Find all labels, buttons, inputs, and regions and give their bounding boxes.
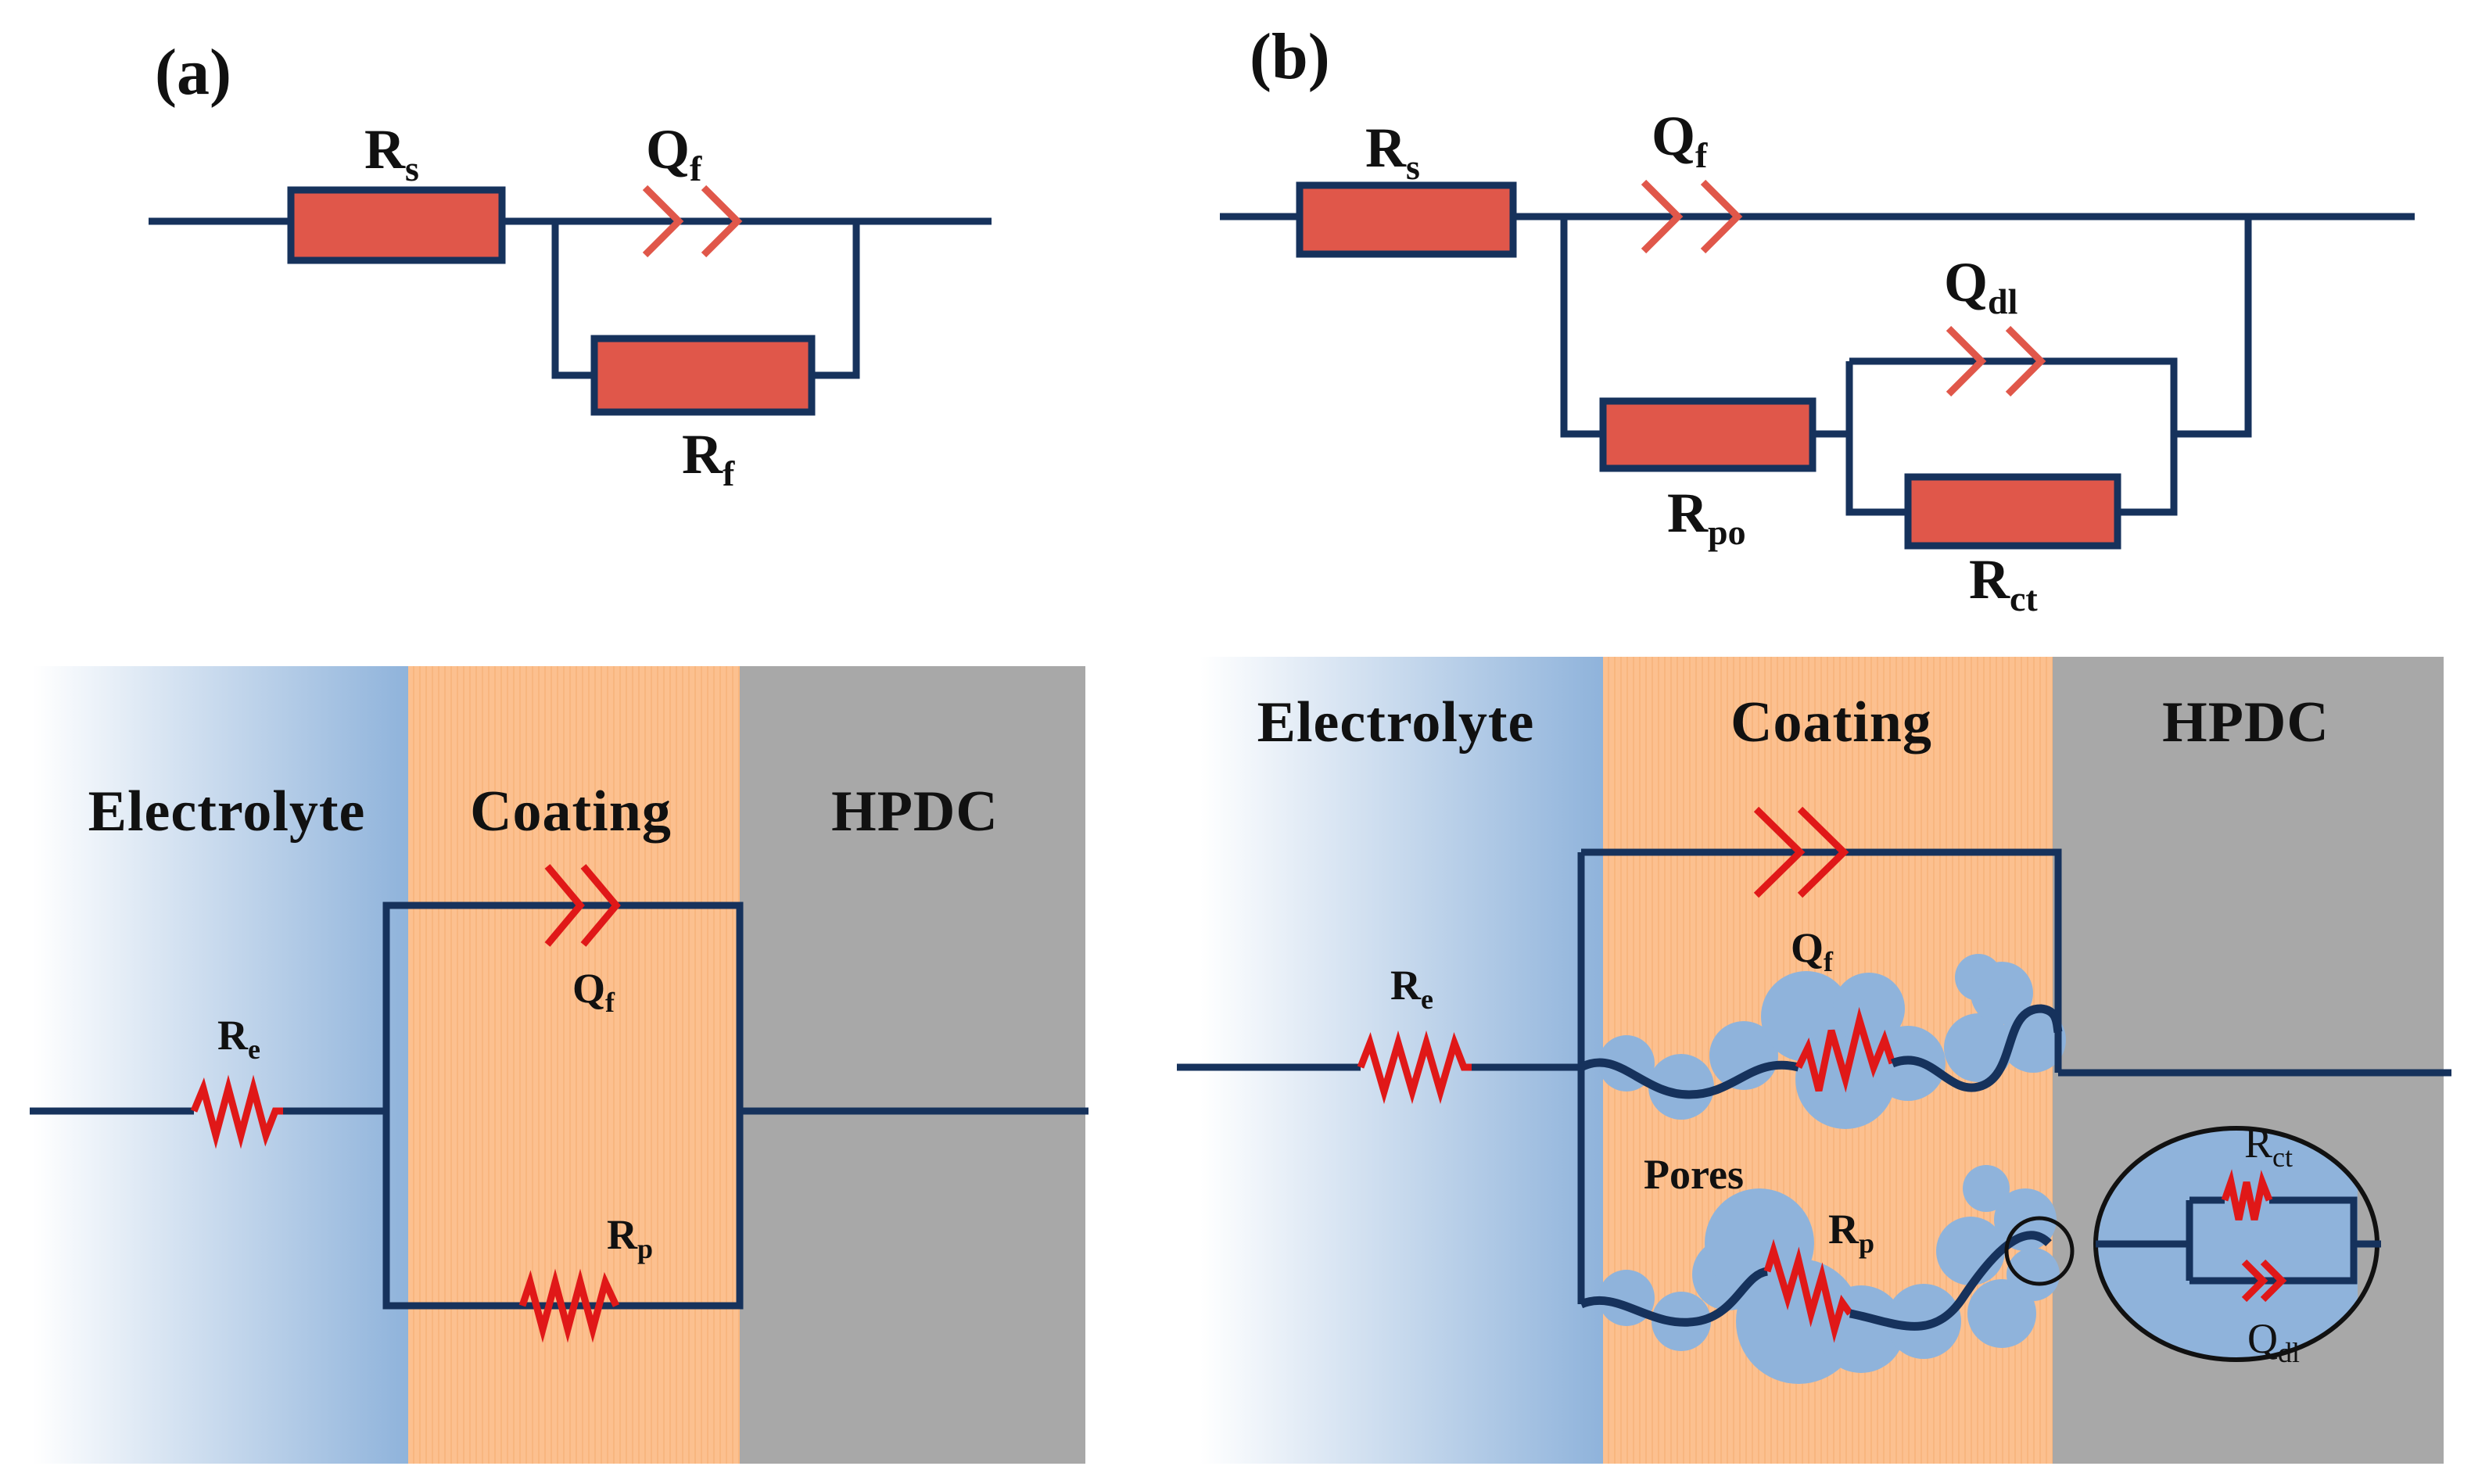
substrate-region [740,666,1085,1464]
wire [149,217,992,379]
label-qf: Qf [572,965,615,1018]
interface-zoom [2093,1126,2381,1362]
panel-a-schematic: Electrolyte Coating HPDC Re Qf Rp [30,666,1088,1464]
pore-path-lower [1849,1231,2052,1331]
spring-rct [2221,1169,2273,1221]
spring-rf [1795,1006,1896,1093]
label-re: Re [217,1012,260,1065]
spring-re [1357,1030,1472,1105]
capacitor-qdl [2241,1259,2287,1303]
panel-a-label: (a) [155,36,231,109]
resistor-rpo [1599,397,1816,472]
capacitor-qf [642,185,743,258]
label-rs: Rs [364,118,419,188]
substrate-label: HPDC [2162,690,2329,755]
label-qdl: Qdl [2247,1315,2300,1368]
resistor-rs [1296,181,1517,258]
label-rp: Rp [607,1211,653,1264]
label-rp: Rp [1828,1206,1874,1259]
panel-b-circuit: (b) Rs Qf Qdl Rpo Rct [1220,20,2415,618]
electrolyte-label: Electrolyte [1257,690,1535,755]
label-rpo: Rpo [1667,482,1746,552]
spring-rp [518,1268,620,1343]
capacitor-qf [1641,179,1743,254]
resistor-rs [287,186,506,264]
label-qf: Qf [1652,105,1708,175]
label-re: Re [1390,962,1433,1015]
label-pores: Pores [1644,1151,1744,1198]
wire [30,902,1088,1310]
spring-rp [1763,1238,1853,1343]
resistor-rf [590,335,816,416]
label-rf: Rf [682,423,735,493]
label-rct: Rct [2244,1120,2293,1173]
label-qdl: Qdl [1944,251,2017,321]
capacitor-qf [1753,806,1849,898]
wire [2096,1196,2381,1285]
spring-re [190,1074,283,1149]
pore-path-upper [1890,1004,2063,1092]
panel-b-label: (b) [1250,20,1330,93]
label-rs: Rs [1365,116,1420,187]
coating-region [408,666,740,1464]
pore-path-upper [1579,1058,1800,1099]
panel-b-schematic: Electrolyte Coating HPDC [1177,657,2451,1464]
wire [1177,848,2451,1304]
electrolyte-label: Electrolyte [88,780,366,844]
label-qf: Qf [646,118,702,188]
resistor-rct [1904,473,2121,550]
coating-label: Coating [470,780,672,844]
capacitor-qf [544,864,621,947]
panel-a-circuit: (a) Rs Qf Rf [149,36,992,493]
label-qf: Qf [1791,924,1834,977]
label-rct: Rct [1969,548,2038,618]
coating-label: Coating [1730,690,1932,755]
substrate-label: HPDC [831,780,999,844]
capacitor-qdl [1946,325,2046,397]
wire [1220,213,2415,516]
pore-path-lower [1579,1267,1769,1327]
electrolyte-region [33,666,408,1464]
interface-marker [2004,1216,2075,1286]
